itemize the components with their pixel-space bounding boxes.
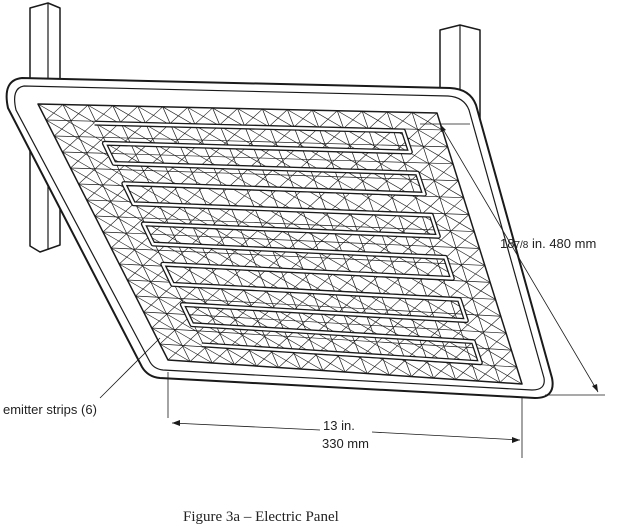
mesh-diagonal xyxy=(499,366,517,383)
emitter-leader-line xyxy=(99,337,161,399)
mesh-diagonal xyxy=(151,327,213,364)
height-dimension-line xyxy=(439,123,599,393)
mesh-wire xyxy=(287,109,390,376)
mesh-wire xyxy=(311,110,412,377)
mesh-diagonal xyxy=(433,316,501,379)
mesh-diagonal xyxy=(189,129,443,362)
width-dimension-mm: 330 mm xyxy=(322,436,369,451)
mesh-wire xyxy=(111,247,485,266)
mesh-diagonal xyxy=(110,108,263,249)
panel-inner-frame xyxy=(14,85,545,391)
mesh-diagonal xyxy=(143,111,363,313)
height-dimension-label: 187/8 in. 480 mm xyxy=(500,236,596,251)
width-dimension-line-right xyxy=(371,431,521,441)
width-dimension-line-left xyxy=(171,422,321,431)
mesh-diagonal xyxy=(322,231,475,371)
mesh-diagonal xyxy=(102,108,238,233)
mesh-diagonal xyxy=(212,107,485,266)
height-dimension-fraction: 7/8 xyxy=(514,240,529,251)
mesh-diagonal xyxy=(411,112,443,131)
mesh-diagonal xyxy=(70,106,138,169)
mesh-wire xyxy=(386,111,479,382)
mesh-wire xyxy=(151,327,512,351)
mesh-diagonal xyxy=(477,349,512,382)
mesh-diagonal xyxy=(78,183,412,377)
mesh-wire xyxy=(135,295,501,317)
mesh-wire xyxy=(102,231,480,249)
mesh-diagonal xyxy=(167,112,438,361)
width-dimension-inches: 13 in. xyxy=(323,418,355,433)
arrowhead-bottom xyxy=(592,384,598,392)
emitter-strips-label: emitter strips (6) xyxy=(3,402,97,417)
mesh-wire xyxy=(143,311,507,334)
mesh-diagonal xyxy=(411,299,496,377)
mesh-wire xyxy=(361,111,456,380)
mesh-diagonal xyxy=(94,215,368,374)
mesh-diagonal xyxy=(135,295,257,367)
mesh-wire xyxy=(336,110,434,379)
arrowhead-top xyxy=(440,124,446,132)
figure-caption: Figure 3a – Electric Panel xyxy=(183,509,339,525)
mesh-diagonal xyxy=(344,248,480,373)
mesh-diagonal xyxy=(237,108,480,249)
mesh-diagonal xyxy=(386,111,448,148)
mesh-diagonal xyxy=(102,231,346,373)
mesh-diagonal xyxy=(162,106,496,300)
emitter-strips xyxy=(94,120,483,366)
mesh-diagonal xyxy=(159,343,191,362)
mesh-diagonal xyxy=(62,105,114,153)
height-dimension-whole: 18 xyxy=(500,236,515,251)
height-dimension-rest: in. 480 mm xyxy=(528,236,597,251)
arrowhead-right xyxy=(512,437,520,443)
mesh-diagonal xyxy=(143,311,235,365)
mesh-wire xyxy=(411,112,501,383)
mesh-diagonal xyxy=(187,107,491,283)
mesh-diagonal xyxy=(54,104,89,137)
arrowhead-left xyxy=(172,420,180,426)
mesh-diagonal xyxy=(300,214,470,370)
mesh-diagonal xyxy=(62,104,517,368)
dimension-lines xyxy=(99,123,605,458)
mesh-diagonal xyxy=(45,104,64,121)
emitter-strip-inner xyxy=(94,121,482,364)
mesh-diagonal xyxy=(337,110,459,182)
mesh-diagonal xyxy=(312,109,464,198)
